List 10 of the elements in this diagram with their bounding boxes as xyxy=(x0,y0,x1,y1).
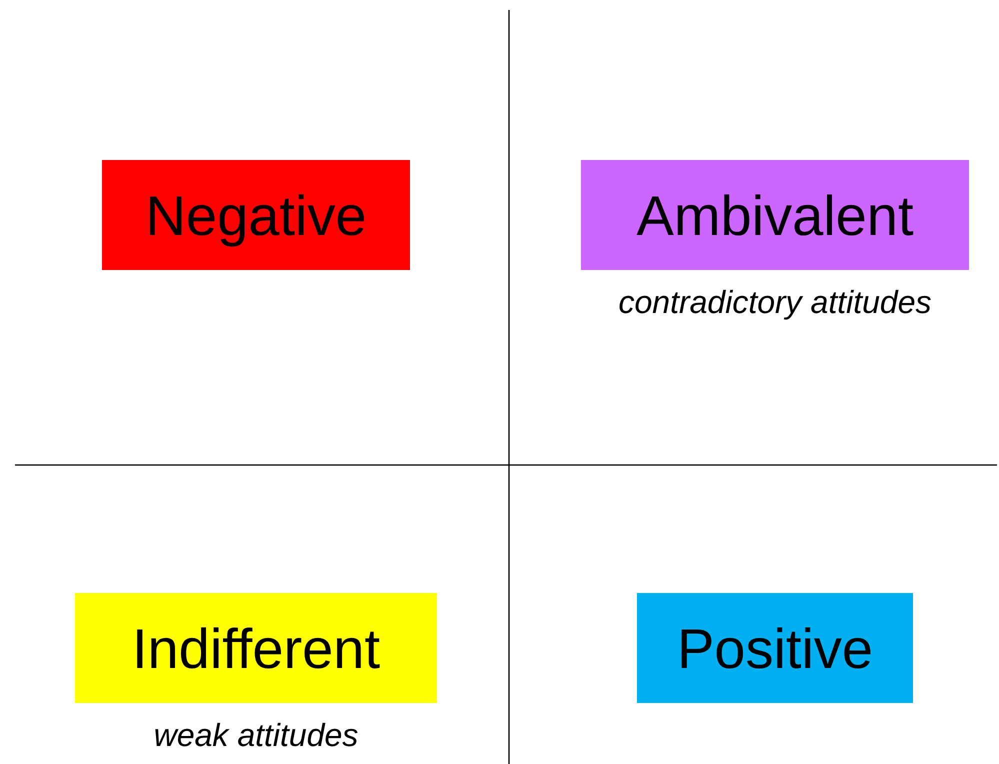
category-label: Ambivalent xyxy=(636,182,914,248)
category-box xyxy=(637,593,913,703)
category-label: Positive xyxy=(676,616,874,680)
category-box xyxy=(102,160,410,270)
description-text: weak attitudes xyxy=(152,717,360,754)
category-box xyxy=(581,160,969,270)
category-label: Negative xyxy=(145,182,367,248)
description-text: contradictory attitudes xyxy=(617,284,933,321)
category-box xyxy=(75,593,437,703)
category-label: Indifferent xyxy=(132,616,380,680)
